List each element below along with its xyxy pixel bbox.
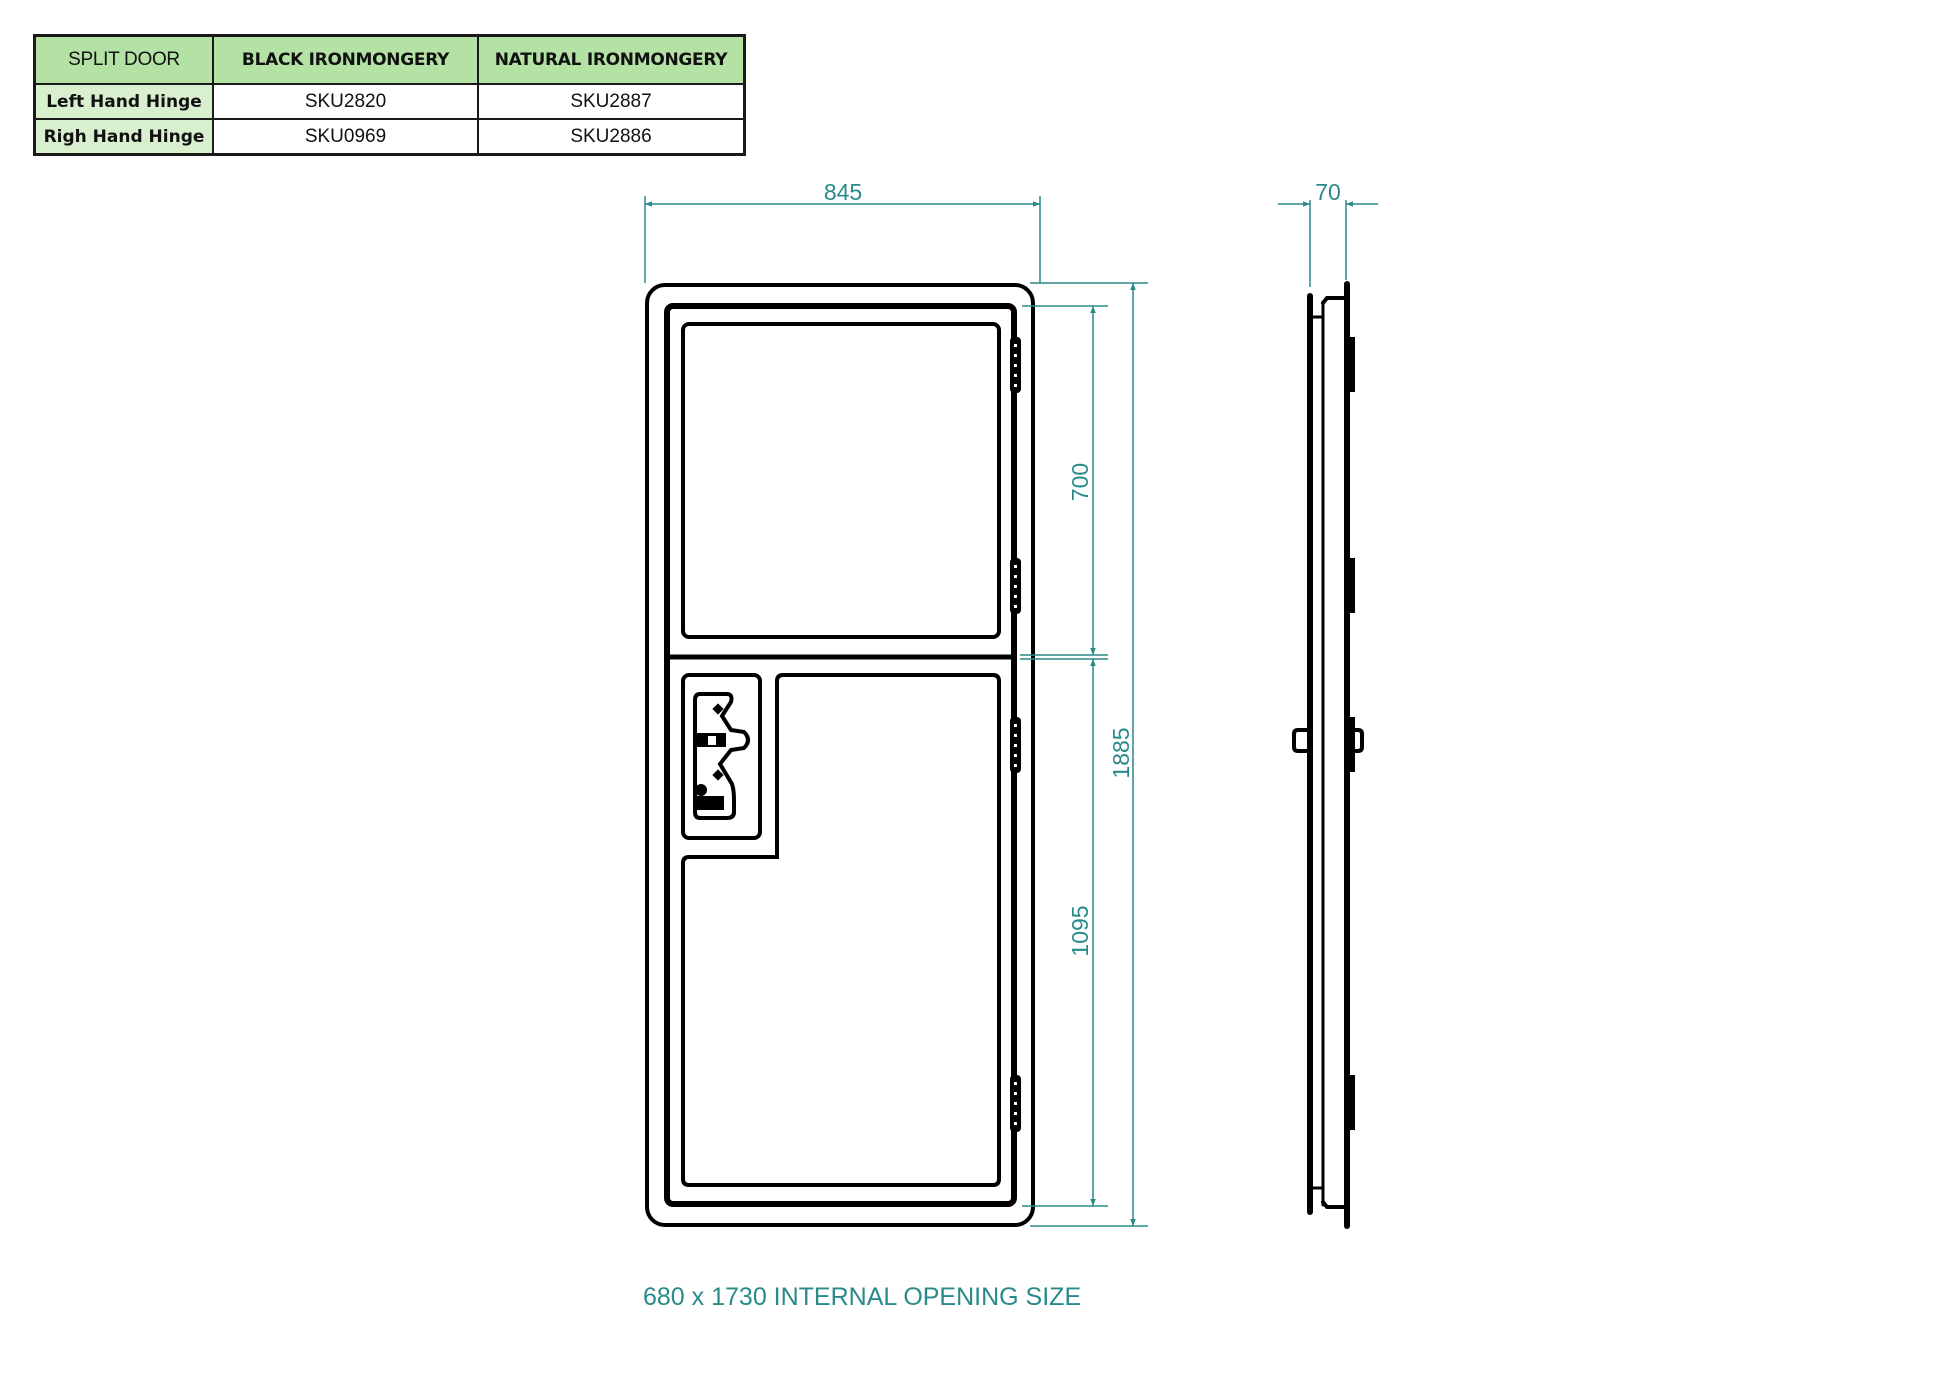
dim-lower-1095: 1095	[1067, 905, 1093, 956]
side-view	[1292, 281, 1364, 1229]
sku-natural-right: SKU2886	[477, 118, 746, 156]
door-handle-icon	[693, 692, 750, 820]
handle-box	[681, 673, 762, 840]
row-label-right-hand-hinge: Righ Hand Hinge	[33, 118, 214, 156]
door-leaf	[664, 303, 1017, 1207]
hinge-icon	[1010, 1075, 1021, 1132]
outer-frame	[645, 283, 1035, 1227]
table-header-split-door: SPLIT DOOR	[33, 34, 214, 85]
dim-depth-70: 70	[1315, 179, 1341, 205]
front-view	[645, 283, 1035, 1227]
table-header-black-ironmongery: BLACK IRONMONGERY	[212, 34, 479, 85]
dimension-lines	[644, 196, 1378, 1227]
hinge-icon	[1010, 558, 1021, 614]
lower-panel	[681, 673, 1001, 1187]
hinge-icon	[1010, 337, 1021, 393]
table-header-natural-ironmongery: NATURAL IRONMONGERY	[477, 34, 746, 85]
dim-upper-700: 700	[1067, 463, 1093, 501]
sku-table: SPLIT DOOR BLACK IRONMONGERY NATURAL IRO…	[33, 34, 746, 156]
sku-black-right: SKU0969	[212, 118, 479, 156]
table-row: Left Hand Hinge SKU2820 SKU2887	[33, 83, 746, 120]
dim-height-1885: 1885	[1108, 727, 1134, 778]
hinge-icon	[1010, 717, 1021, 773]
dim-width-845: 845	[824, 179, 862, 205]
sku-natural-left: SKU2887	[477, 83, 746, 120]
sku-black-left: SKU2820	[212, 83, 479, 120]
internal-opening-caption: 680 x 1730 INTERNAL OPENING SIZE	[643, 1283, 1082, 1311]
upper-panel	[681, 322, 1001, 639]
table-row: Righ Hand Hinge SKU0969 SKU2886	[33, 118, 746, 156]
row-label-left-hand-hinge: Left Hand Hinge	[33, 83, 214, 120]
